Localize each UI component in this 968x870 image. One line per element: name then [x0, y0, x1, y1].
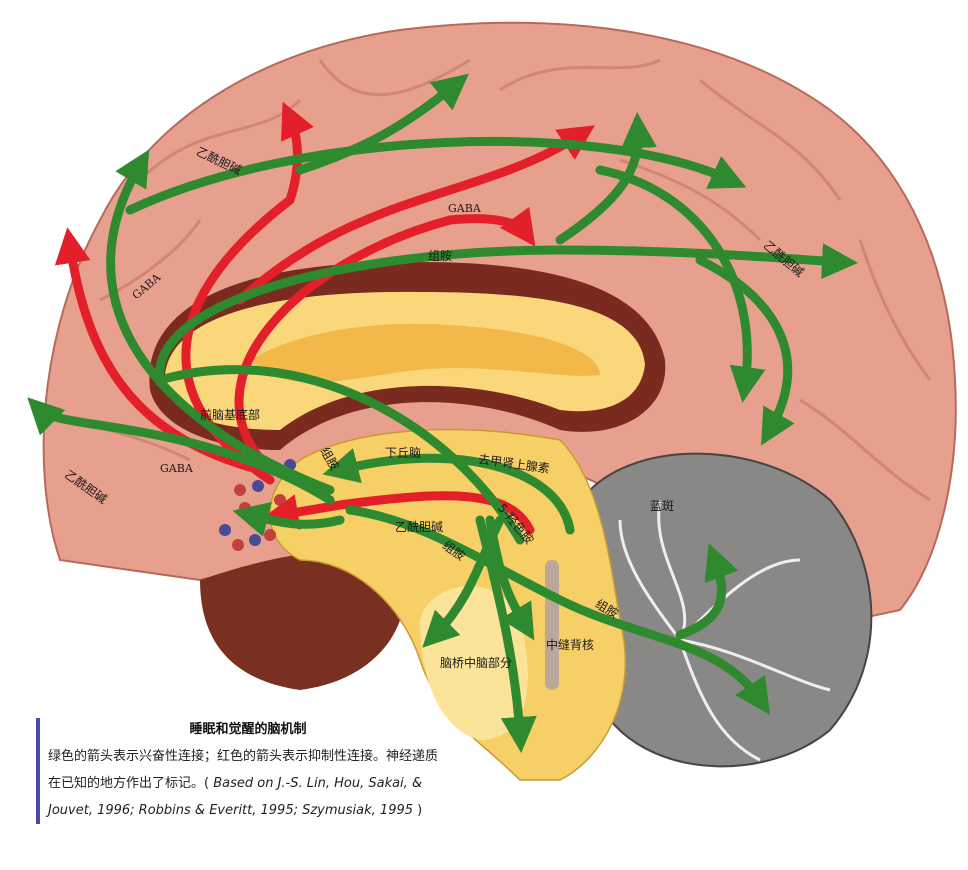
green-arrow	[295, 73, 469, 175]
green-arrow	[555, 112, 657, 245]
label-dorsal-raphe: 中缝背核	[546, 638, 595, 652]
green-arrow	[475, 515, 537, 753]
label-histamine-top: 组胺	[428, 249, 453, 263]
caption-title: 睡眠和觉醒的脑机制	[189, 722, 307, 737]
label-basal-forebrain: 前脑基底部	[200, 408, 261, 422]
red-arrow	[235, 125, 596, 305]
green-arrow	[322, 448, 575, 535]
label-locus-coeruleus: 蓝斑	[650, 499, 675, 513]
green-arrow	[345, 505, 770, 715]
caption-body: 绿色的箭头表示兴奋性连接；红色的箭头表示抑制性连接。神经递质在已知的地方作出了标…	[48, 743, 448, 824]
green-arrow	[155, 243, 858, 545]
excitatory-arrows	[27, 73, 858, 753]
red-arrow	[262, 491, 535, 535]
label-ach-mid: 乙酰胆碱	[395, 520, 444, 534]
label-hypothalamus: 下丘脑	[385, 446, 422, 460]
red-arrow	[54, 227, 265, 475]
green-arrow	[27, 397, 335, 505]
green-arrow	[695, 255, 795, 446]
gyri	[69, 58, 932, 502]
caption-text: 绿色的箭头表示兴奋性连接；红色的箭头表示抑制性连接。神经递质在已知的地方作出了标…	[48, 749, 439, 791]
green-arrow	[485, 515, 535, 641]
label-gaba-top: GABA	[448, 202, 481, 215]
caption-citation: Based on J.-S. Lin, Hou, Sakai, & Jouvet…	[48, 776, 423, 818]
label-pons-midbrain: 脑桥中脑部分	[440, 656, 513, 670]
green-arrow	[675, 543, 739, 640]
cerebellum	[588, 452, 873, 768]
red-arrow	[234, 206, 536, 475]
caption-close: )	[417, 803, 423, 818]
figure-caption: 睡眠和觉醒的脑机制 绿色的箭头表示兴奋性连接；红色的箭头表示抑制性连接。神经递质…	[36, 718, 448, 824]
temporal-region	[200, 551, 406, 690]
green-arrow	[232, 501, 345, 537]
arbor-vitae	[618, 499, 831, 762]
label-gaba-bottom: GABA	[160, 462, 193, 475]
inhibitory-arrows	[54, 101, 596, 535]
green-arrow	[106, 149, 335, 495]
raphe-column	[545, 560, 559, 690]
green-arrow	[595, 165, 766, 403]
green-arrow	[125, 136, 747, 215]
